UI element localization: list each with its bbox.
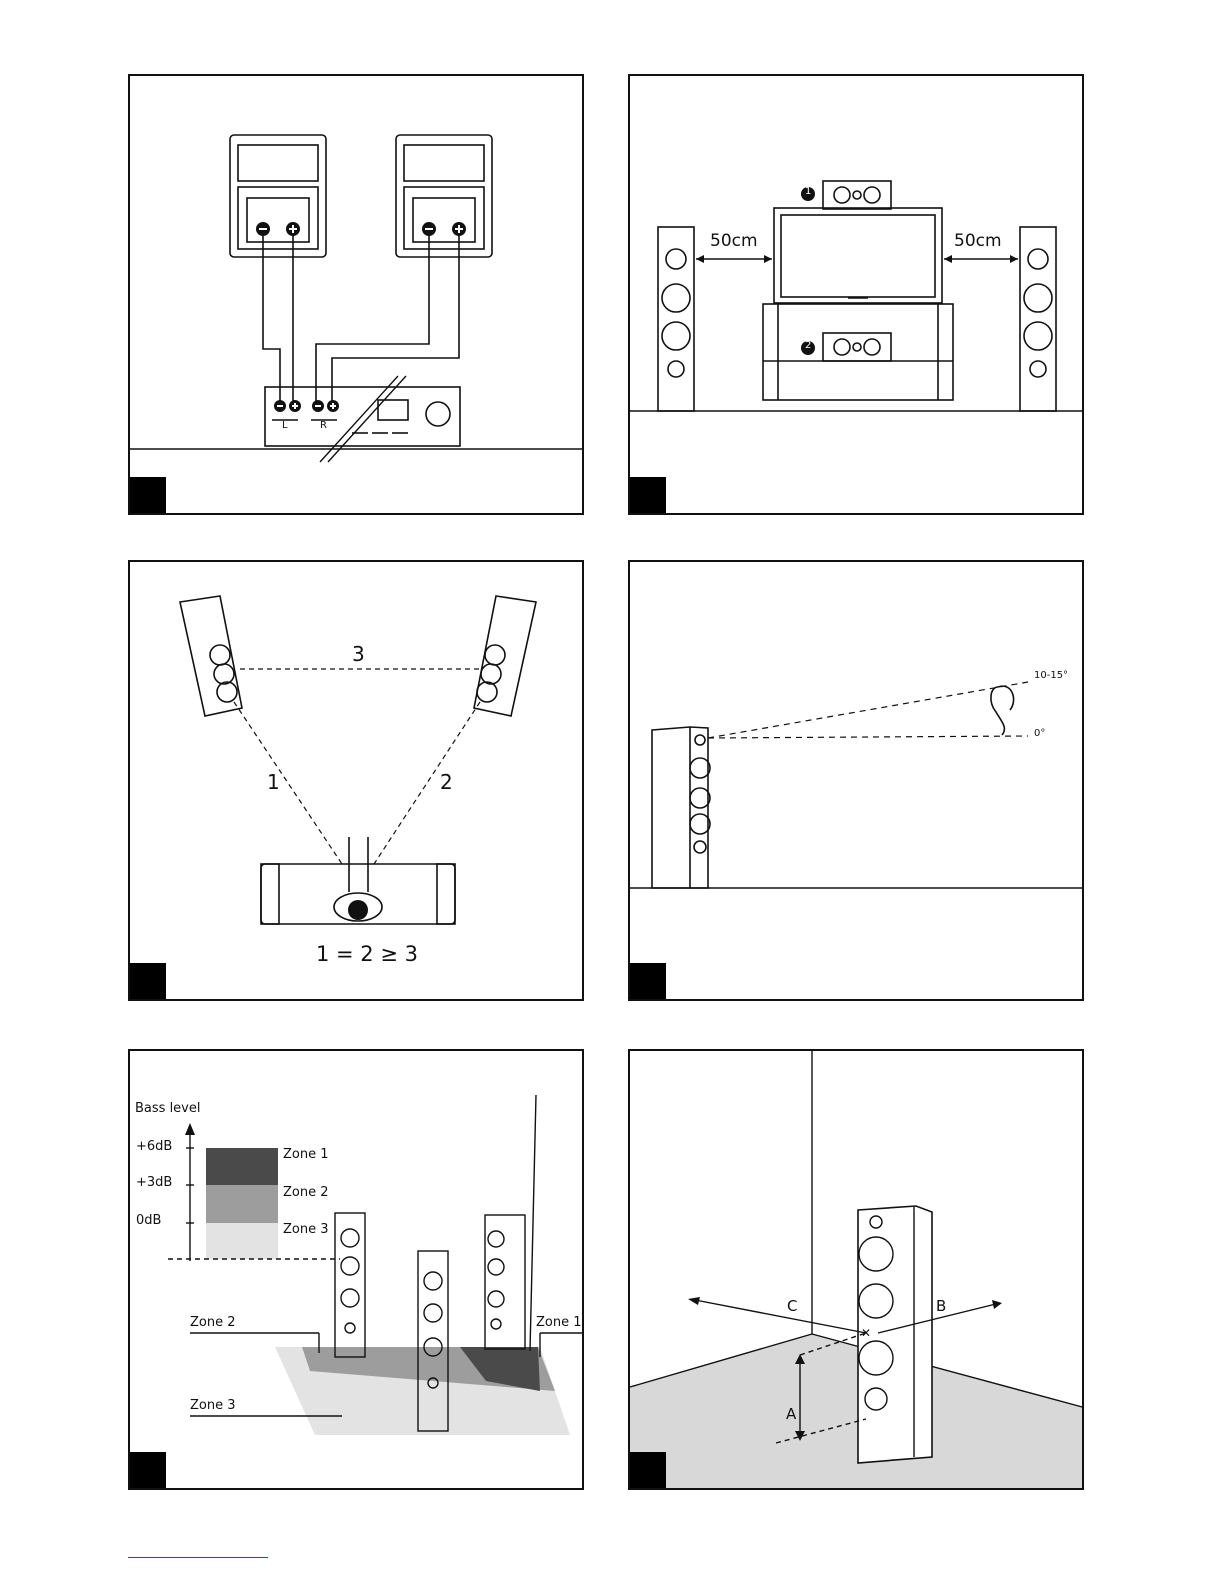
- floor-label-zone-1: Zone 1: [536, 1315, 582, 1330]
- panel-bass-zones: Bass level +6dB +3dB 0dB Zone 1 Zone 2 Z…: [128, 1049, 584, 1490]
- bass-axis-label: Bass level: [135, 1101, 200, 1116]
- television: [774, 208, 942, 303]
- arrow-b: [992, 1300, 1002, 1309]
- panel-listening-triangle: 3 1 2 1 = 2 ≥ 3: [128, 560, 584, 1001]
- triangle-formula: 1 = 2 ≥ 3: [316, 942, 418, 966]
- panel-number-box: [630, 963, 666, 999]
- triangle-side-3: 3: [352, 642, 365, 666]
- triangle-lines: [234, 669, 480, 864]
- wiring-diagram: [130, 76, 584, 515]
- left-tower-speaker: [658, 227, 694, 411]
- floor-label-zone-2: Zone 2: [190, 1315, 236, 1330]
- tower-speaker-right: [485, 1215, 525, 1349]
- tick-6db: +6dB: [136, 1139, 172, 1154]
- angle-low-label: 0°: [1034, 728, 1045, 739]
- channel-right-label: R: [320, 420, 327, 431]
- floor: [630, 1334, 1084, 1490]
- bar-zone-2: [206, 1185, 278, 1223]
- panel-tweeter-angle: 10-15° 0°: [628, 560, 1084, 1001]
- corner-diagram: ✕: [630, 1051, 1084, 1490]
- svg-text:✕: ✕: [861, 1326, 871, 1340]
- distance-label-b: B: [936, 1297, 946, 1315]
- angle-lines: [708, 682, 1028, 738]
- floor-label-zone-3: Zone 3: [190, 1398, 236, 1413]
- left-angled-speaker: [180, 596, 242, 716]
- tick-0db: 0dB: [136, 1213, 161, 1228]
- distance-right-label: 50cm: [954, 231, 1002, 251]
- distance-label-c: C: [787, 1297, 797, 1315]
- amplifier: [265, 387, 460, 446]
- bar-label-zone-1: Zone 1: [283, 1147, 329, 1162]
- footer-link-line: [128, 1557, 268, 1558]
- triangle-side-1: 1: [267, 770, 280, 794]
- panel-number-box: [130, 1452, 166, 1488]
- tv-stand: [763, 304, 953, 400]
- front-layout-diagram: [630, 76, 1084, 515]
- triangle-side-2: 2: [440, 770, 453, 794]
- arrow-c: [688, 1297, 700, 1305]
- panel-number-box: [630, 477, 666, 513]
- panel-front-layout: 1 2 50cm 50cm: [628, 74, 1084, 515]
- ear-icon: [991, 686, 1014, 735]
- triangle-diagram: [130, 562, 584, 1001]
- distance-left-label: 50cm: [710, 231, 758, 251]
- left-speaker-back: [230, 135, 326, 257]
- bar-label-zone-2: Zone 2: [283, 1185, 329, 1200]
- bar-zone-1: [206, 1148, 278, 1185]
- panel-number-box: [130, 963, 166, 999]
- bar-label-zone-3: Zone 3: [283, 1222, 329, 1237]
- terminals: [256, 222, 466, 412]
- tower-speaker-left: [335, 1213, 365, 1357]
- panel-number-box: [130, 477, 166, 513]
- angle-high-label: 10-15°: [1034, 670, 1068, 681]
- distance-label-a: A: [786, 1405, 796, 1423]
- right-speaker-back: [396, 135, 492, 257]
- bass-axis-arrow: [185, 1123, 195, 1135]
- badge-2-number: 2: [805, 340, 811, 351]
- listener-head: [348, 900, 368, 920]
- bass-zones-diagram: [130, 1051, 584, 1490]
- panel-number-box: [630, 1452, 666, 1488]
- channel-left-label: L: [282, 420, 288, 431]
- badge-1-number: 1: [805, 186, 811, 197]
- tick-3db: +3dB: [136, 1175, 172, 1190]
- tweeter-angle-diagram: [630, 562, 1084, 1001]
- panel-wiring: L R: [128, 74, 584, 515]
- panel-corner-distances: ✕ C B A: [628, 1049, 1084, 1490]
- bar-zone-3: [206, 1223, 278, 1259]
- right-tower-speaker: [1020, 227, 1056, 411]
